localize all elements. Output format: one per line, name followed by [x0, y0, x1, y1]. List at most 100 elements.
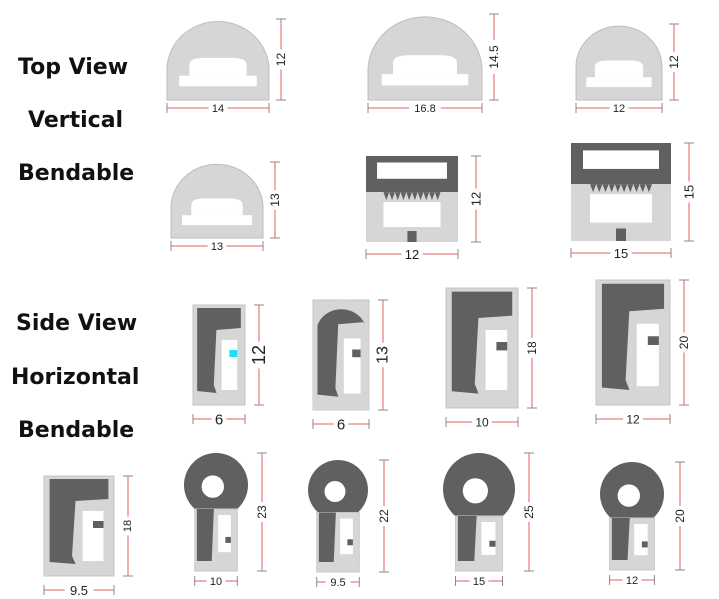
width-label: 9.5: [70, 583, 88, 598]
diffuser-window: [377, 162, 447, 179]
label-backdrop: [468, 188, 484, 210]
label-backdrop: [681, 181, 697, 203]
label-backdrop: [325, 575, 351, 589]
led-strip: [347, 539, 353, 546]
base-slot: [381, 74, 469, 86]
label-backdrop: [376, 506, 392, 526]
led-channel: [189, 57, 247, 76]
height-label: 12: [274, 53, 288, 67]
height-label: 23: [255, 505, 269, 519]
label-backdrop: [401, 246, 423, 262]
mounting-hole: [324, 481, 346, 502]
label-backdrop: [676, 332, 692, 353]
width-label: 6: [337, 417, 345, 434]
label-backdrop: [622, 573, 642, 587]
width-label: 12: [405, 247, 419, 262]
inner-channel: [634, 524, 648, 556]
label-backdrop: [469, 574, 489, 588]
inner-channel: [636, 323, 659, 387]
led-strip: [489, 540, 496, 547]
label-backdrop: [672, 506, 688, 526]
width-label: 12: [626, 575, 638, 587]
led-strip: [641, 541, 648, 548]
led-strip: [229, 350, 238, 357]
label-side-view: Side View: [16, 311, 138, 336]
mounting-hole: [201, 475, 224, 498]
led-strip: [616, 228, 626, 241]
width-label: 14: [212, 103, 224, 115]
dark-insert: [457, 516, 477, 561]
dark-insert: [197, 308, 241, 393]
led-channel: [594, 60, 644, 78]
label-backdrop: [666, 52, 682, 72]
inner-channel: [485, 330, 508, 390]
label-backdrop: [211, 410, 227, 428]
height-label: 20: [677, 336, 691, 350]
width-label: 15: [473, 576, 485, 588]
base-slot: [586, 77, 652, 88]
dark-insert: [611, 518, 630, 560]
led-strip: [93, 521, 104, 528]
profile-side-6x13: 613: [312, 299, 393, 434]
dark-insert: [601, 283, 665, 390]
led-strip: [225, 536, 231, 543]
inner-channel: [340, 518, 353, 555]
profile-top-dome-16-8x14-5: 16.814.5: [367, 13, 502, 115]
profile-side-round-12x20: 12 20: [600, 461, 688, 587]
profile-top-dome-14x12: 14 12: [166, 18, 289, 115]
height-label: 12: [249, 345, 269, 365]
label-top-view: Top View: [18, 55, 129, 80]
led-strip: [496, 342, 508, 351]
label-backdrop: [273, 49, 289, 70]
led-channel: [393, 55, 457, 75]
width-label: 6: [215, 412, 223, 429]
led-strip: [352, 349, 361, 358]
label-backdrop: [254, 502, 270, 522]
led-strip: [647, 336, 659, 345]
height-label: 15: [682, 185, 697, 199]
width-label: 12: [613, 103, 625, 115]
mounting-hole: [617, 484, 640, 507]
base-slot: [182, 215, 252, 226]
height-label: 20: [673, 509, 687, 523]
inner-channel: [82, 511, 104, 561]
serrated-teeth: [590, 184, 652, 193]
dark-insert: [317, 309, 365, 397]
label-backdrop: [524, 338, 540, 358]
label-backdrop: [64, 582, 94, 598]
inner-channel: [343, 338, 361, 394]
label-backdrop: [472, 415, 492, 429]
inner-cavity: [383, 202, 441, 228]
dark-insert: [49, 479, 109, 564]
dark-insert: [318, 512, 336, 562]
profile-side-round-10x23: 10 23: [184, 452, 270, 588]
label-backdrop: [267, 190, 283, 210]
height-label: 14.5: [487, 45, 501, 69]
label-bendable-vertical: Bendable: [18, 161, 135, 186]
serrated-teeth: [383, 192, 441, 201]
label-vertical: Vertical: [28, 108, 124, 133]
height-label: 18: [525, 341, 539, 355]
height-label: 25: [522, 505, 536, 519]
label-backdrop: [521, 502, 537, 522]
width-label: 10: [210, 576, 222, 588]
inner-channel: [221, 340, 238, 390]
height-label: 12: [667, 55, 681, 69]
diffuser-window: [583, 150, 659, 169]
width-label: 13: [211, 241, 223, 253]
width-label: 9.5: [330, 577, 345, 589]
label-backdrop: [208, 101, 228, 115]
profile-top-dome-12x12: 12 12: [575, 23, 682, 115]
inner-channel: [481, 522, 496, 555]
label-backdrop: [248, 341, 270, 369]
label-backdrop: [486, 40, 502, 74]
label-backdrop: [373, 342, 393, 368]
label-backdrop: [409, 101, 441, 115]
led-channel: [191, 198, 243, 216]
